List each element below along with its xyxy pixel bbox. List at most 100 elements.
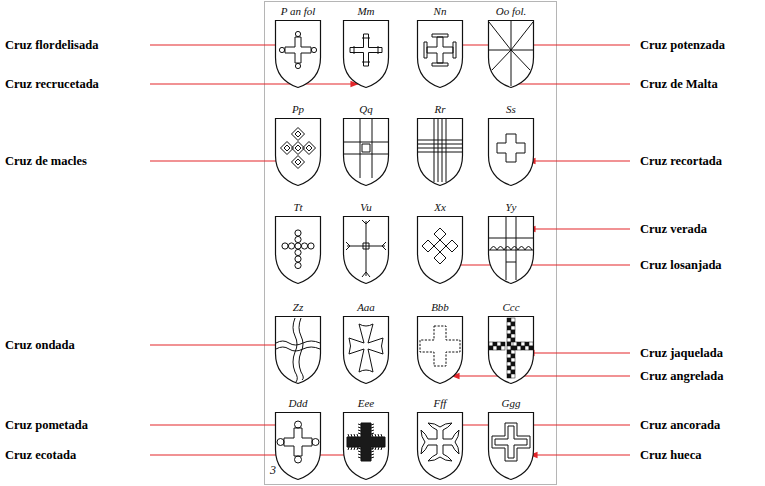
cross-stroke [351,434,352,437]
cross-stroke [511,21,512,50]
anchor-arm [428,423,452,439]
cross-stroke [354,46,355,54]
cross-stroke [349,324,383,372]
cross-dot [295,262,301,268]
leader-arrow [527,352,630,353]
cross-stroke [371,424,374,425]
shield-letter: Xx [408,201,472,214]
leader-arrow [150,454,363,455]
checker-cell [525,342,529,346]
cross-stroke [378,447,379,450]
cross-stroke [418,144,462,145]
shield-node: Vu [334,201,398,284]
cross-dot [295,236,301,242]
leader-arrow [455,424,630,425]
checker-cell [511,370,515,374]
shield-letter: Pp [266,103,330,116]
cross-name-label: Cruz recortada [640,153,722,169]
cross-dot [277,439,284,446]
cross-stroke [281,142,294,155]
shield-node: Qq [334,103,398,186]
anchor-arm [428,445,452,461]
cross-stroke [344,154,388,155]
checker-cell [517,342,521,346]
cross-name-label: Cruz recrucetada [5,76,99,92]
checker-cell [511,350,515,354]
cross-stroke [306,145,312,151]
cross-stroke [381,434,382,437]
shield-letter: Aaa [334,301,398,314]
checker-cell [517,346,521,350]
cross-dot [295,421,302,428]
cross-stroke [497,247,504,251]
cross-figure [350,34,382,66]
cross-stroke [428,423,452,439]
shield-letter: Eee [334,397,398,410]
cross-stroke [346,246,350,250]
shield-node: Ggg [479,397,543,480]
cross-stroke [350,34,382,66]
cross-figure [492,423,530,461]
shield-drawing [275,216,321,284]
cross-dot [311,47,316,52]
shield-drawing [275,118,321,186]
shield-drawing [417,20,463,88]
shield-drawing [488,20,534,88]
checker-cell [507,350,511,354]
shield-drawing [417,118,463,186]
checker-cell [507,326,511,330]
cross-stroke [378,434,379,437]
shield-node: Nn [408,5,472,88]
checker-cell [507,366,511,370]
checker-cell [507,354,511,358]
shield-outline [489,317,534,384]
shield-drawing [417,316,463,384]
leader-arrow [452,264,630,265]
cross-stroke [434,119,435,182]
cross-stroke [525,247,532,251]
cross-stroke [371,454,374,455]
cross-name-label: Cruz losanjada [640,257,722,273]
cross-figure [421,423,459,461]
shield-outline [418,413,463,480]
cross-stroke [424,42,427,58]
leader-arrow [150,160,291,161]
cross-stroke [354,447,355,450]
shield-outline [418,119,463,186]
cross-dot [312,439,319,446]
cross-name-label: Cruz potenzada [640,37,725,53]
cross-stroke [511,50,530,70]
shield-outline [489,21,534,88]
cross-dot [295,456,302,463]
shield-letter: Ddd [266,397,330,410]
shield-letter: Ccc [479,301,543,314]
cross-figure [424,34,456,66]
shield-letter: Tt [266,201,330,214]
cross-dot [288,243,294,249]
cross-stroke [372,447,373,450]
shield-drawing [343,216,389,284]
cross-stroke [511,50,533,51]
checker-cell [489,342,493,346]
shield-node: Zz [266,301,330,384]
cross-stroke [378,46,379,54]
cross-stroke [371,457,374,458]
cross-stroke [371,430,374,431]
cross-name-label: Cruz hueca [640,447,701,463]
cross-stroke [284,145,290,151]
cross-stroke [362,272,366,277]
cross-stroke [348,447,349,450]
shield-outline [344,119,389,186]
cross-stroke [344,142,388,143]
cross-dot [282,243,288,249]
cross-stroke [295,131,301,137]
shield-outline [489,413,534,480]
checker-cell [511,322,515,326]
cross-stroke [446,119,447,182]
cross-stroke [357,434,358,437]
cross-stroke [371,427,374,428]
cross-stroke [492,423,530,461]
leader-arrow [447,44,630,45]
cross-stroke [428,445,452,461]
